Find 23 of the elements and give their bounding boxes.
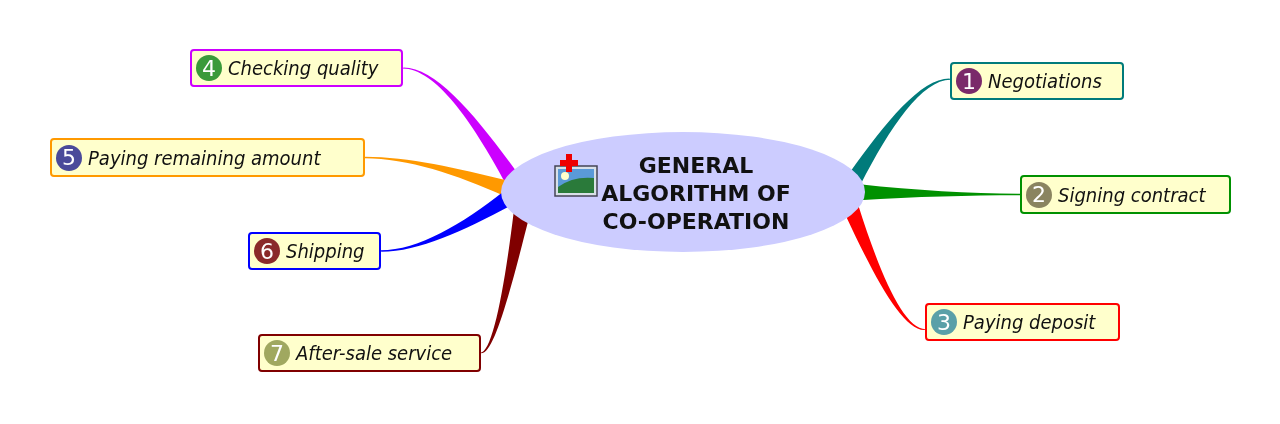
central-topic-text: GENERAL ALGORITHM OF CO-OPERATION <box>601 152 791 236</box>
topic-label: Paying deposit <box>963 310 1096 334</box>
topic-box <box>50 138 365 177</box>
topic-label: Paying remaining amount <box>88 145 321 170</box>
topic-label: Shipping <box>286 239 365 263</box>
topic-label: Negotiations <box>988 69 1102 93</box>
topic-box <box>925 303 1120 341</box>
topic-label: Checking quality <box>228 56 379 80</box>
topic-box <box>190 49 403 87</box>
topic-box <box>950 62 1124 100</box>
number-badge: 1 <box>956 68 982 94</box>
number-badge: 3 <box>931 309 957 335</box>
number-badge: 4 <box>196 55 222 81</box>
topic-label: After-sale service <box>296 341 453 365</box>
topic-box <box>258 334 481 372</box>
number-badge: 2 <box>1026 181 1052 208</box>
number-badge: 7 <box>264 340 290 366</box>
number-badge: 6 <box>254 238 280 264</box>
topic-label: Signing contract <box>1058 182 1206 207</box>
branch-connector <box>480 213 529 354</box>
number-badge: 5 <box>56 144 82 171</box>
topic-box <box>248 232 381 270</box>
topic-box <box>1020 175 1231 214</box>
